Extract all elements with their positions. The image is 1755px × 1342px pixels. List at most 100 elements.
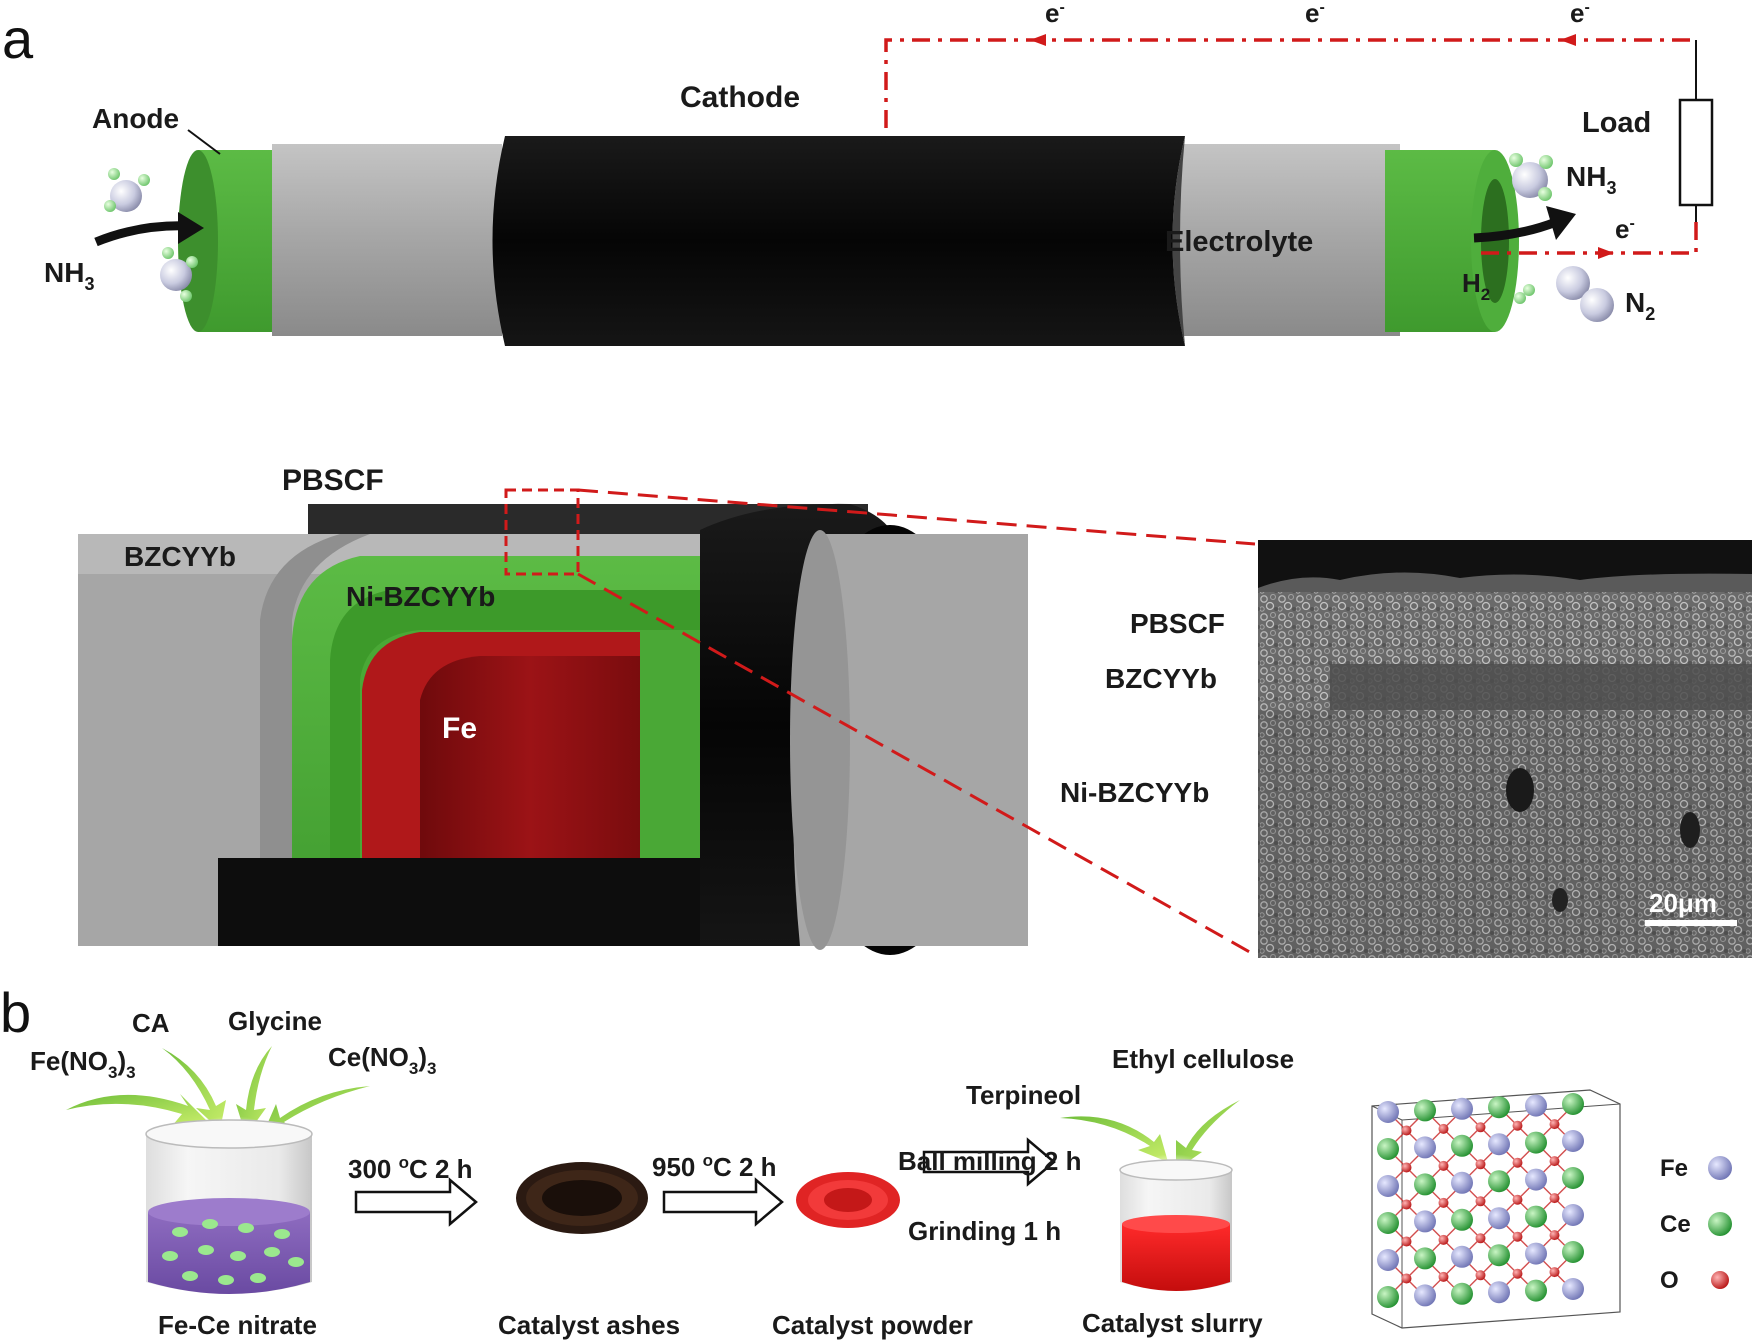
- tubular-cell: [178, 136, 1519, 346]
- nh3-molecule-icon: [104, 168, 150, 212]
- electrolyte-left-segment: [272, 144, 502, 336]
- lattice-atom: [1377, 1212, 1399, 1234]
- lattice-atom: [1414, 1210, 1436, 1233]
- lattice-oxygen-atom: [1549, 1119, 1560, 1130]
- beaker-nitrate: [145, 1119, 313, 1294]
- electron-label-3: e-: [1570, 0, 1590, 28]
- sem-scale-label: 20μm: [1649, 888, 1717, 918]
- label-nh3-in: NH3: [44, 257, 94, 294]
- cutaway-label-bzcyyb: BZCYYb: [124, 541, 236, 572]
- sem-micrograph: 20μm: [1258, 540, 1752, 958]
- lattice-atom: [1488, 1281, 1510, 1304]
- cutaway-label-pbscf: PBSCF: [282, 464, 384, 497]
- green-arrow-icon: [236, 1046, 272, 1136]
- lattice-atom: [1562, 1093, 1584, 1115]
- cutaway-bzcyyb-wall: [260, 534, 370, 946]
- sem-dense-electrolyte-band: [1330, 664, 1752, 710]
- lattice-atom: [1377, 1249, 1399, 1271]
- zoom-region-box: [504, 488, 580, 576]
- lattice-oxygen-atom: [1549, 1267, 1560, 1278]
- lattice-atom: [1451, 1282, 1473, 1305]
- lattice-atom: [1562, 1167, 1584, 1189]
- lattice-atom: [1525, 1131, 1547, 1154]
- electron-path-top: [884, 38, 1696, 128]
- additive-terpineol: Terpineol: [966, 1080, 1081, 1110]
- label-h2: H2: [1462, 268, 1490, 304]
- lattice-oxygen-atom: [1438, 1123, 1449, 1134]
- lattice-atom: [1525, 1168, 1547, 1191]
- sem-label-pbscf: PBSCF: [1130, 608, 1225, 639]
- lattice-oxygen-atom: [1475, 1122, 1486, 1133]
- lattice-oxygen-atom: [1475, 1159, 1486, 1170]
- cathode-segment: [492, 136, 1185, 346]
- lattice-atom: [1414, 1136, 1436, 1159]
- panel-b-letter: b: [0, 981, 31, 1044]
- crystal-atoms: [1377, 1093, 1584, 1308]
- electron-label-4: e-: [1615, 214, 1635, 244]
- additive-ethyl-cellulose: Ethyl cellulose: [1112, 1044, 1294, 1074]
- lattice-atom: [1488, 1207, 1510, 1230]
- nh3-inlet-arrow: [94, 221, 191, 247]
- electron-label-2: e-: [1305, 0, 1325, 28]
- label-electrolyte: Electrolyte: [1165, 226, 1313, 258]
- lattice-oxygen-atom: [1438, 1234, 1449, 1245]
- lattice-atom: [1488, 1170, 1510, 1193]
- lattice-atom: [1562, 1130, 1584, 1152]
- lattice-atom: [1525, 1094, 1547, 1117]
- anode-left-end: [178, 150, 218, 332]
- lattice-atom: [1451, 1245, 1473, 1268]
- electron-arrow-3: [1598, 247, 1614, 259]
- lattice-atom: [1525, 1205, 1547, 1228]
- step-label-3-top: Ball milling 2 h: [898, 1146, 1081, 1176]
- step-arrow-3: [922, 1137, 1056, 1187]
- cutaway-label-fe: Fe: [442, 712, 477, 745]
- label-load: Load: [1582, 107, 1651, 139]
- lattice-oxygen-atom: [1549, 1193, 1560, 1204]
- lattice-oxygen-atom: [1512, 1120, 1523, 1131]
- electron-path-bottom: [1480, 222, 1698, 255]
- lattice-oxygen-atom: [1438, 1160, 1449, 1171]
- lattice-oxygen-atom: [1475, 1196, 1486, 1207]
- lattice-atom: [1414, 1099, 1436, 1122]
- stage-label-nitrate: Fe-Ce nitrate: [158, 1310, 317, 1340]
- lattice-oxygen-atom: [1512, 1268, 1523, 1279]
- electron-arrow-1: [1030, 34, 1046, 46]
- legend-label-o: O: [1660, 1267, 1679, 1294]
- lattice-atom: [1451, 1208, 1473, 1231]
- legend-label-ce: Ce: [1660, 1211, 1691, 1238]
- step-label-2: 950 oC 2 h: [652, 1151, 777, 1182]
- lattice-oxygen-atom: [1512, 1194, 1523, 1205]
- lattice-atom: [1562, 1204, 1584, 1226]
- lattice-oxygen-atom: [1401, 1236, 1412, 1247]
- h2-molecule-icon: [1514, 284, 1535, 304]
- nh3-molecule-icon: [160, 247, 198, 302]
- sem-label-bzcyyb: BZCYYb: [1105, 663, 1217, 694]
- lattice-atom: [1414, 1247, 1436, 1270]
- lattice-atom: [1562, 1278, 1584, 1300]
- green-arrow-icon: [1060, 1116, 1168, 1162]
- reagent-ca: CA: [132, 1008, 170, 1038]
- outlet-arrowhead: [1546, 206, 1576, 240]
- outlet-arrow: [1473, 217, 1558, 243]
- panel-a-label: a: [2, 7, 34, 70]
- green-arrow-icon: [1176, 1100, 1240, 1170]
- reagent-ce-nitrate: Ce(NO3)3: [328, 1042, 437, 1078]
- sem-scale-bar: [1645, 920, 1737, 926]
- lattice-oxygen-atom: [1401, 1199, 1412, 1210]
- reagent-glycine: Glycine: [228, 1006, 322, 1036]
- lattice-atom: [1377, 1175, 1399, 1197]
- sem-label-ni-bzcyyb: Ni-BZCYYb: [1060, 777, 1209, 808]
- stage-label-slurry: Catalyst slurry: [1082, 1308, 1263, 1338]
- label-anode: Anode: [92, 103, 179, 134]
- anode-leader-line: [187, 129, 221, 155]
- beaker-slurry: [1119, 1159, 1233, 1291]
- lattice-oxygen-atom: [1512, 1157, 1523, 1168]
- lattice-oxygen-atom: [1549, 1156, 1560, 1167]
- green-arrow-icon: [162, 1048, 226, 1130]
- lattice-atom: [1562, 1241, 1584, 1263]
- legend-label-fe: Fe: [1660, 1155, 1688, 1182]
- lattice-atom: [1377, 1138, 1399, 1160]
- lattice-oxygen-atom: [1401, 1162, 1412, 1173]
